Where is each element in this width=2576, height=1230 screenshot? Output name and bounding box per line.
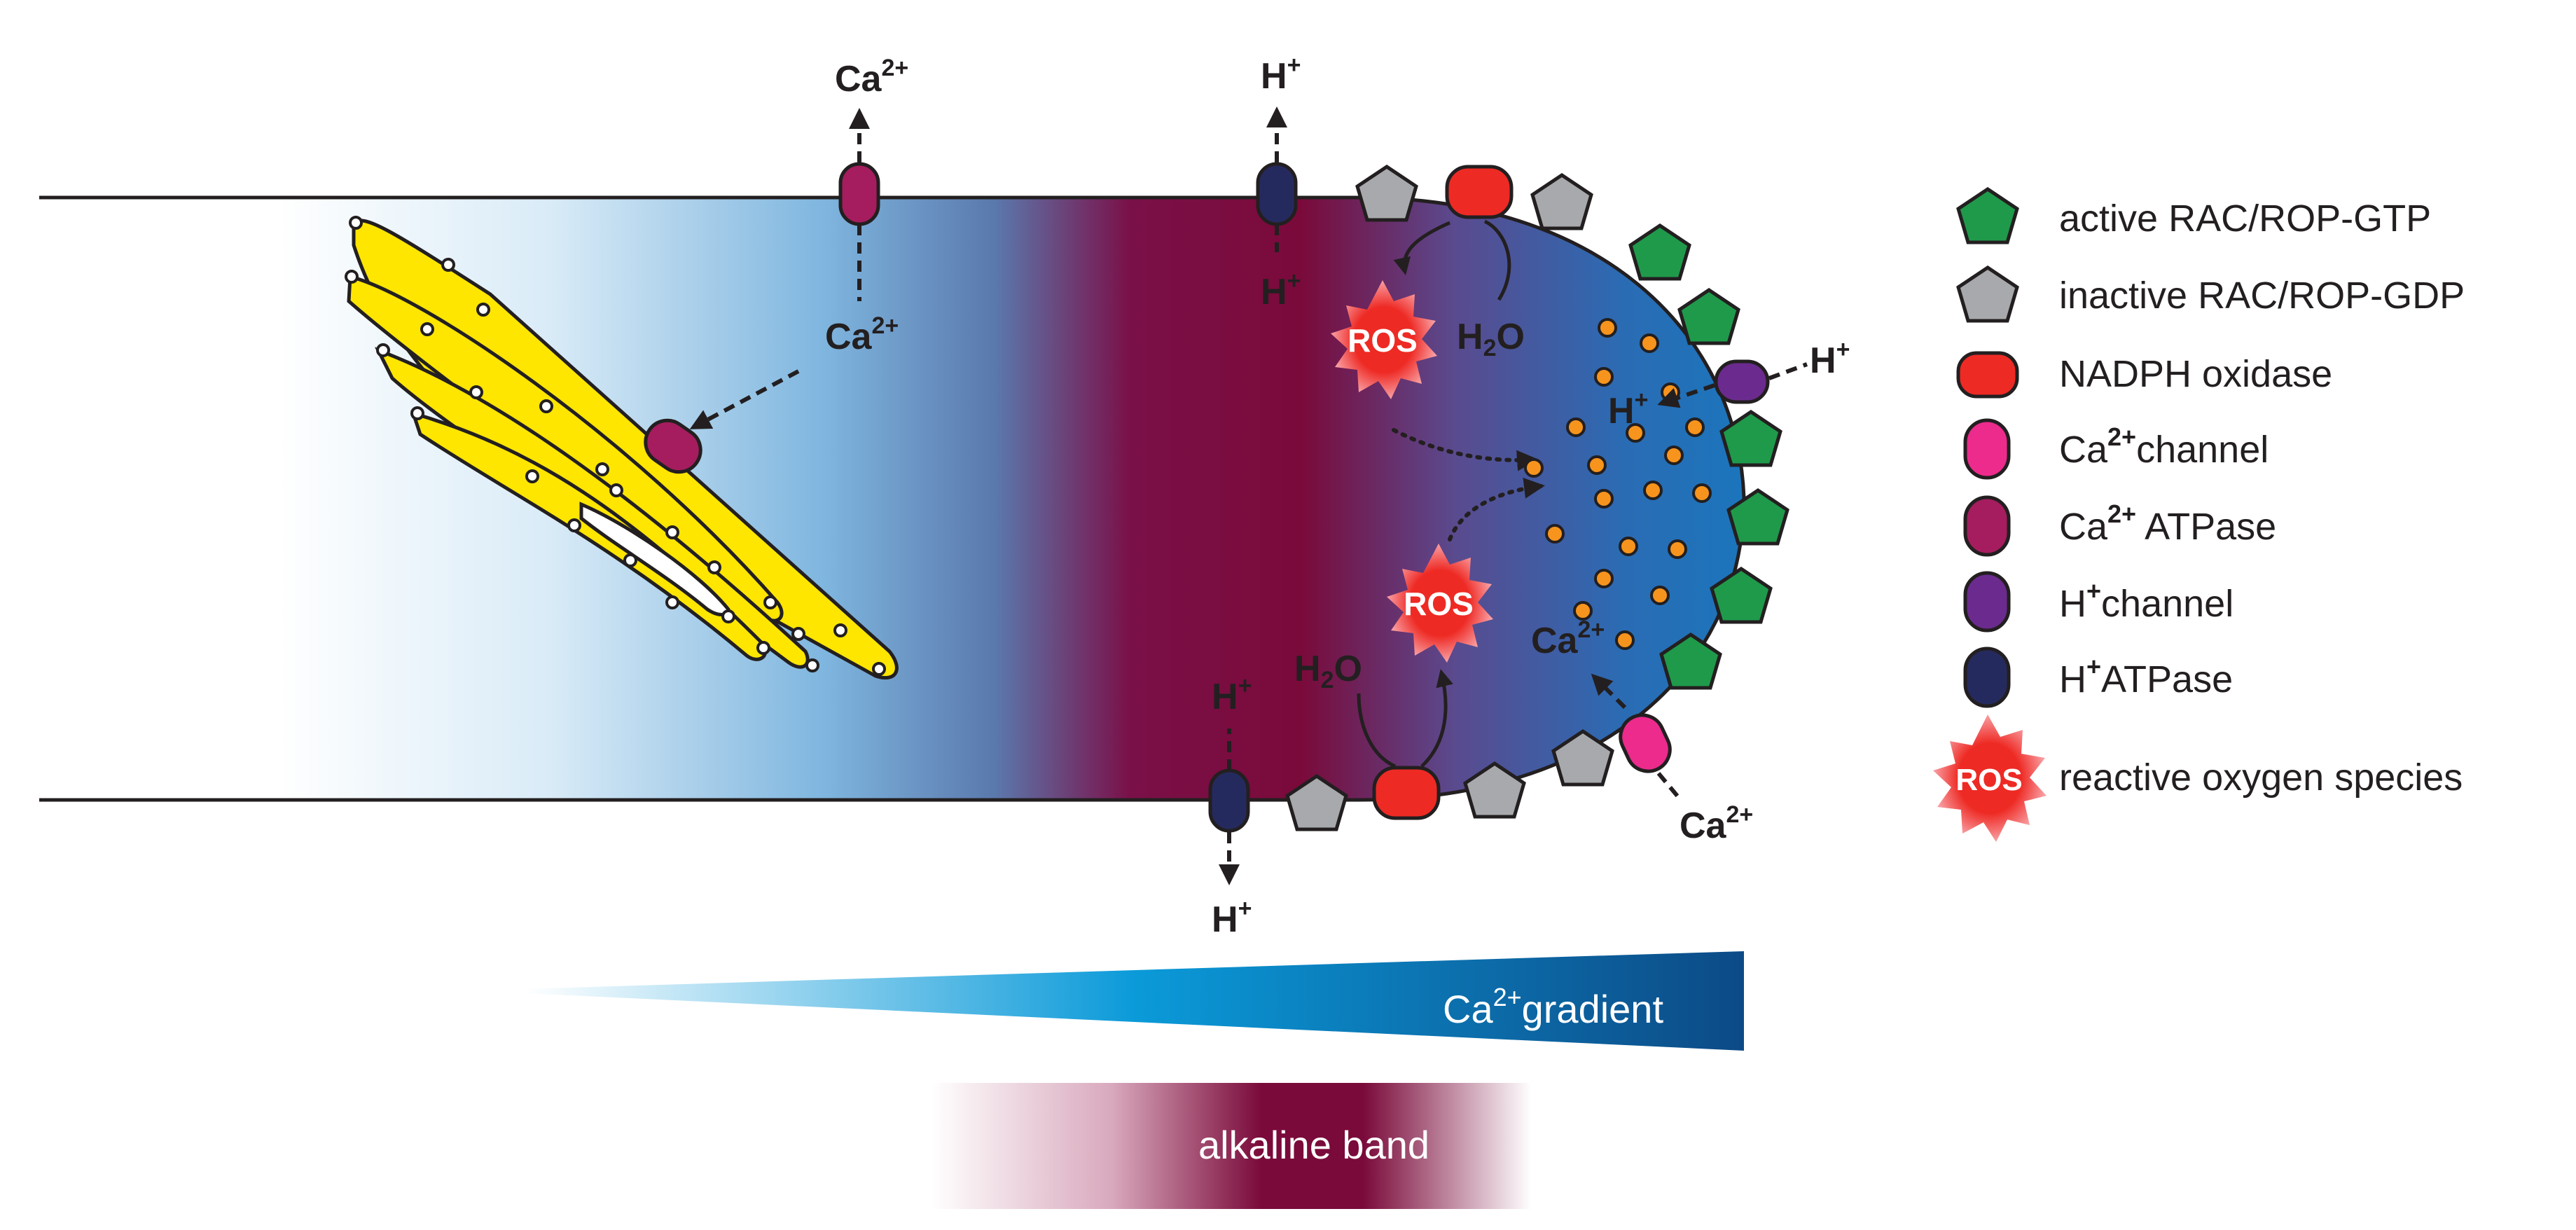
legend-icon-h-atpase: [1963, 647, 2011, 708]
legend-label-2: NADPH oxidase: [2059, 353, 2332, 395]
golgi-stacks: [347, 219, 899, 680]
ca-gradient-label: Ca2+gradient: [1443, 983, 1663, 1031]
legend-icon-inactive-rac: [1956, 265, 2019, 323]
ros-top: ROS: [1331, 280, 1437, 399]
h-atpase-top: [1256, 162, 1298, 226]
h-atpase-bottom: [1208, 768, 1250, 833]
label-h2o-bottom: H2O: [1294, 649, 1362, 693]
ca-channel: [1619, 713, 1672, 773]
label-h-bottom-out: H+: [1212, 895, 1252, 940]
ca-atpase-membrane: [838, 162, 880, 226]
label-h-top-in: H+: [1261, 268, 1301, 312]
ros-top-dotted-arrow: [1392, 428, 1538, 471]
legend-icon-nadph: [1956, 351, 2019, 399]
legend-label-5: H+channel: [2059, 576, 2234, 625]
label-ca-mid: Ca2+: [825, 312, 899, 357]
label-ca-inner: Ca2+: [1531, 616, 1605, 661]
ros-bottom: ROS: [1387, 544, 1493, 663]
label-h-top-out: H+: [1261, 52, 1301, 97]
label-h2o-top: H2O: [1457, 317, 1525, 361]
ca-atpase-er: [644, 418, 702, 474]
golgi-vesicles: [345, 216, 886, 676]
label-h-inner: H+: [1608, 387, 1648, 431]
legend-icon-ros: ROS: [1933, 714, 2047, 842]
ca-to-er-arrow: [689, 369, 800, 429]
h-channel-inner-arrow: [1657, 383, 1715, 408]
legend-label-0: active RAC/ROP-GTP: [2059, 198, 2431, 240]
legend-label-4: Ca2+ ATPase: [2059, 499, 2276, 548]
legend-label-6: H+ATPase: [2059, 652, 2233, 700]
ca-channel-inner-arrow: [1591, 673, 1627, 710]
nadph-bottom-arc: [1357, 693, 1397, 768]
legend-icon-ca-atpase: [1963, 495, 2011, 557]
alkaline-band-bar: [932, 1083, 1531, 1209]
ros-bottom-dotted-arrow: [1448, 477, 1545, 541]
ca-gradient-bar: [525, 951, 1744, 1051]
secretory-vesicles: [1524, 318, 1712, 650]
legend-label-3: Ca2+channel: [2059, 422, 2269, 471]
ca-channel-outer-line: [1656, 772, 1682, 800]
nadph-bottom-arrow: [1420, 669, 1453, 768]
svg-text:ROS: ROS: [1348, 322, 1418, 359]
legend-label-1: inactive RAC/ROP-GDP: [2059, 275, 2465, 317]
nadph-top-arc: [1483, 219, 1511, 301]
legend-icon-h-channel: [1963, 571, 2011, 633]
label-h-outer: H+: [1810, 336, 1850, 381]
svg-text:ROS: ROS: [1404, 586, 1474, 622]
svg-text:ROS: ROS: [1955, 763, 2022, 797]
label-ca-top: Ca2+: [835, 55, 908, 99]
h-channel: [1714, 359, 1770, 404]
label-h-bottom-in: H+: [1212, 672, 1252, 717]
h-channel-outer-line: [1768, 362, 1808, 380]
nadph-oxidase-bottom: [1372, 766, 1441, 820]
legend-icon-active-rac: [1956, 186, 2019, 244]
active-rac-rop: [1628, 223, 1789, 690]
legend-icon-ca-channel: [1963, 418, 2011, 480]
label-ca-outer: Ca2+: [1680, 801, 1753, 846]
inactive-rac-rop: [1285, 164, 1614, 831]
legend: active RAC/ROP-GTP inactive RAC/ROP-GDP …: [1933, 186, 2465, 842]
pollen-tube: [39, 198, 1744, 800]
nadph-top-arrow: [1393, 221, 1451, 275]
legend-label-7: reactive oxygen species: [2059, 756, 2463, 799]
nadph-oxidase-top: [1445, 165, 1514, 219]
alkaline-band-label: alkaline band: [1198, 1123, 1429, 1167]
